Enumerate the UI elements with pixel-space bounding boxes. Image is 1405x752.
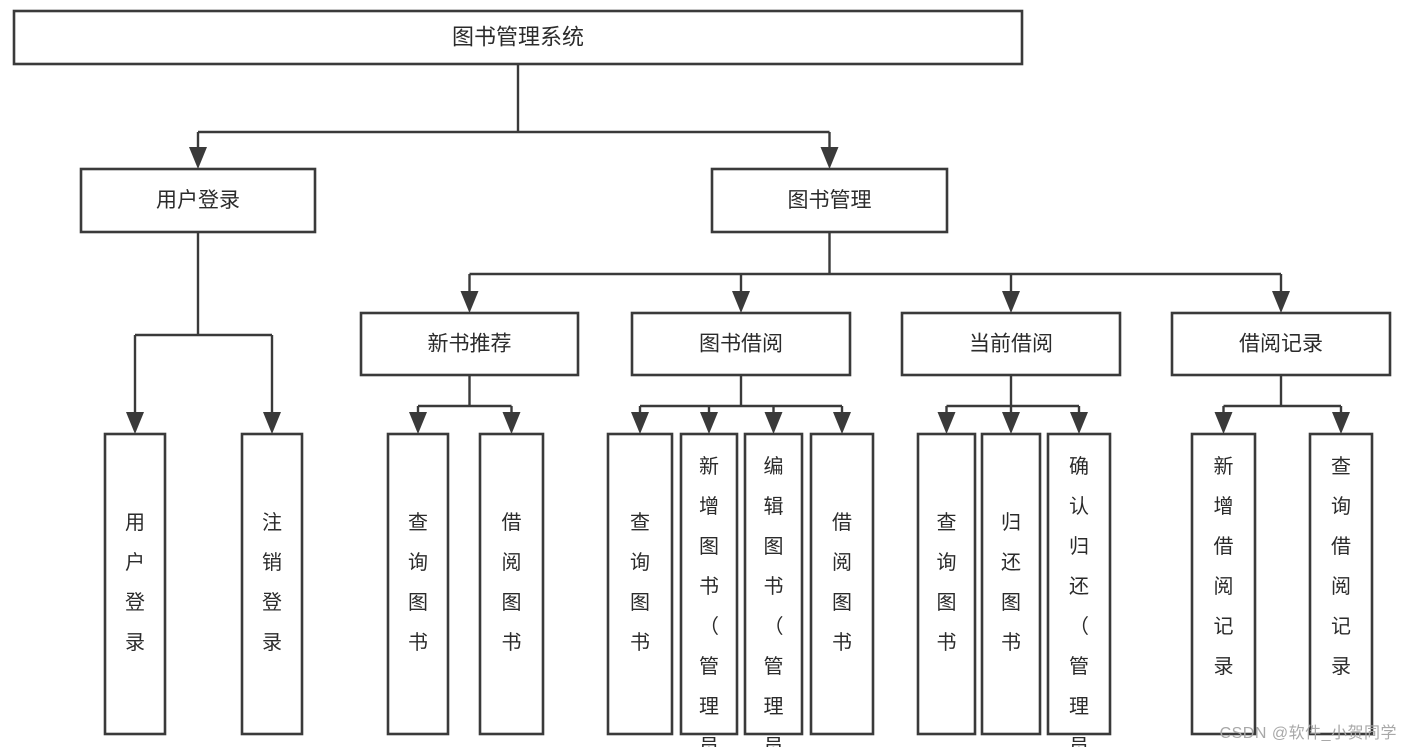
- watermark-text: CSDN @软件_小贺同学: [1219, 725, 1397, 742]
- node-box-new-book-recommend: [359, 311, 580, 377]
- node-box-leaf-edit-book-admin: [743, 432, 804, 736]
- node-label-current-borrow: 当前借阅: [969, 333, 1053, 356]
- node-label-book-borrow: 图书借阅: [699, 333, 783, 356]
- arrow-head-icon: [1272, 291, 1290, 313]
- node-leaf-query-book-current[interactable]: 查询图书: [916, 432, 977, 736]
- arrow-head-icon: [937, 412, 956, 434]
- node-box-leaf-borrow-book-recommend: [478, 432, 545, 736]
- arrow-head-icon: [700, 412, 718, 434]
- node-box-leaf-add-book-admin: [679, 432, 739, 736]
- arrow-head-icon: [409, 412, 427, 434]
- node-label-leaf-query-book-recommend: 查询图书: [408, 511, 428, 654]
- node-label-leaf-borrow-book: 借阅图书: [832, 511, 852, 654]
- node-user-login[interactable]: 用户登录: [79, 167, 317, 234]
- node-book-manage[interactable]: 图书管理: [710, 167, 949, 234]
- arrow-head-icon: [631, 412, 649, 434]
- node-box-leaf-query-book-recommend: [386, 432, 450, 736]
- node-box-leaf-add-borrow-record: [1190, 432, 1257, 736]
- arrow-head-icon: [1214, 412, 1233, 434]
- arrow-head-icon: [1002, 412, 1020, 434]
- node-leaf-add-book-admin[interactable]: 新增图书（管理员）: [679, 432, 739, 752]
- node-leaf-query-book-recommend[interactable]: 查询图书: [386, 432, 450, 736]
- node-label-root: 图书管理系统: [452, 24, 584, 49]
- node-box-leaf-user-login: [103, 432, 167, 736]
- node-label-borrow-record: 借阅记录: [1239, 333, 1323, 356]
- node-leaf-borrow-book[interactable]: 借阅图书: [809, 432, 875, 736]
- node-box-leaf-confirm-return-admin: [1046, 432, 1112, 736]
- node-label-user-login: 用户登录: [156, 189, 240, 212]
- node-label-leaf-query-borrow-record: 查询借阅记录: [1331, 455, 1351, 678]
- arrow-head-icon: [189, 147, 207, 169]
- node-box-leaf-logout: [240, 432, 304, 736]
- connector-layer: [126, 64, 1350, 434]
- arrow-head-icon: [833, 412, 851, 434]
- node-leaf-logout[interactable]: 注销登录: [240, 432, 304, 736]
- node-label-new-book-recommend: 新书推荐: [428, 333, 512, 356]
- node-box-book-borrow: [630, 311, 852, 377]
- node-box-book-manage: [710, 167, 949, 234]
- node-box-user-login: [79, 167, 317, 234]
- node-root[interactable]: 图书管理系统: [12, 9, 1024, 66]
- arrow-head-icon: [820, 147, 839, 169]
- arrow-head-icon: [126, 412, 144, 434]
- node-new-book-recommend[interactable]: 新书推荐: [359, 311, 580, 377]
- node-label-leaf-add-borrow-record: 新增借阅记录: [1214, 455, 1234, 678]
- node-leaf-edit-book-admin[interactable]: 编辑图书（管理员）: [743, 432, 804, 752]
- node-leaf-user-login[interactable]: 用户登录: [103, 432, 167, 736]
- arrow-head-icon: [764, 412, 783, 434]
- node-box-leaf-query-book-current: [916, 432, 977, 736]
- node-label-leaf-query-book-borrow: 查询图书: [630, 511, 650, 654]
- node-box-borrow-record: [1170, 311, 1392, 377]
- node-label-leaf-borrow-book-recommend: 借阅图书: [502, 511, 522, 654]
- node-label-leaf-logout: 注销登录: [262, 511, 282, 654]
- arrow-head-icon: [1070, 412, 1088, 434]
- node-leaf-query-borrow-record[interactable]: 查询借阅记录: [1308, 432, 1374, 736]
- node-box-leaf-borrow-book: [809, 432, 875, 736]
- arrow-head-icon: [1332, 412, 1350, 434]
- node-label-book-manage: 图书管理: [788, 189, 872, 212]
- arrow-head-icon: [263, 412, 281, 434]
- node-box-leaf-return-book: [980, 432, 1042, 736]
- node-box-leaf-query-book-borrow: [606, 432, 674, 736]
- node-box-current-borrow: [900, 311, 1122, 377]
- node-borrow-record[interactable]: 借阅记录: [1170, 311, 1392, 377]
- node-leaf-return-book[interactable]: 归还图书: [980, 432, 1042, 736]
- node-label-leaf-user-login: 用户登录: [125, 512, 145, 654]
- node-book-borrow[interactable]: 图书借阅: [630, 311, 852, 377]
- arrow-head-icon: [1002, 291, 1020, 313]
- arrow-head-icon: [502, 412, 521, 434]
- node-box-leaf-query-borrow-record: [1308, 432, 1374, 736]
- node-current-borrow[interactable]: 当前借阅: [900, 311, 1122, 377]
- arrow-head-icon: [732, 291, 750, 313]
- node-leaf-borrow-book-recommend[interactable]: 借阅图书: [478, 432, 545, 736]
- node-leaf-confirm-return-admin[interactable]: 确认归还（管理员）: [1046, 432, 1112, 752]
- node-label-leaf-query-book-current: 查询图书: [937, 511, 957, 654]
- node-box-root: [12, 9, 1024, 66]
- node-leaf-query-book-borrow[interactable]: 查询图书: [606, 432, 674, 736]
- node-label-leaf-add-book-admin: 新增图书（管理员）: [699, 455, 719, 747]
- node-layer: 图书管理系统用户登录图书管理新书推荐图书借阅当前借阅借阅记录用户登录注销登录查询…: [12, 9, 1392, 752]
- arrow-head-icon: [460, 291, 479, 313]
- node-label-leaf-return-book: 归还图书: [1001, 511, 1021, 654]
- node-leaf-add-borrow-record[interactable]: 新增借阅记录: [1190, 432, 1257, 736]
